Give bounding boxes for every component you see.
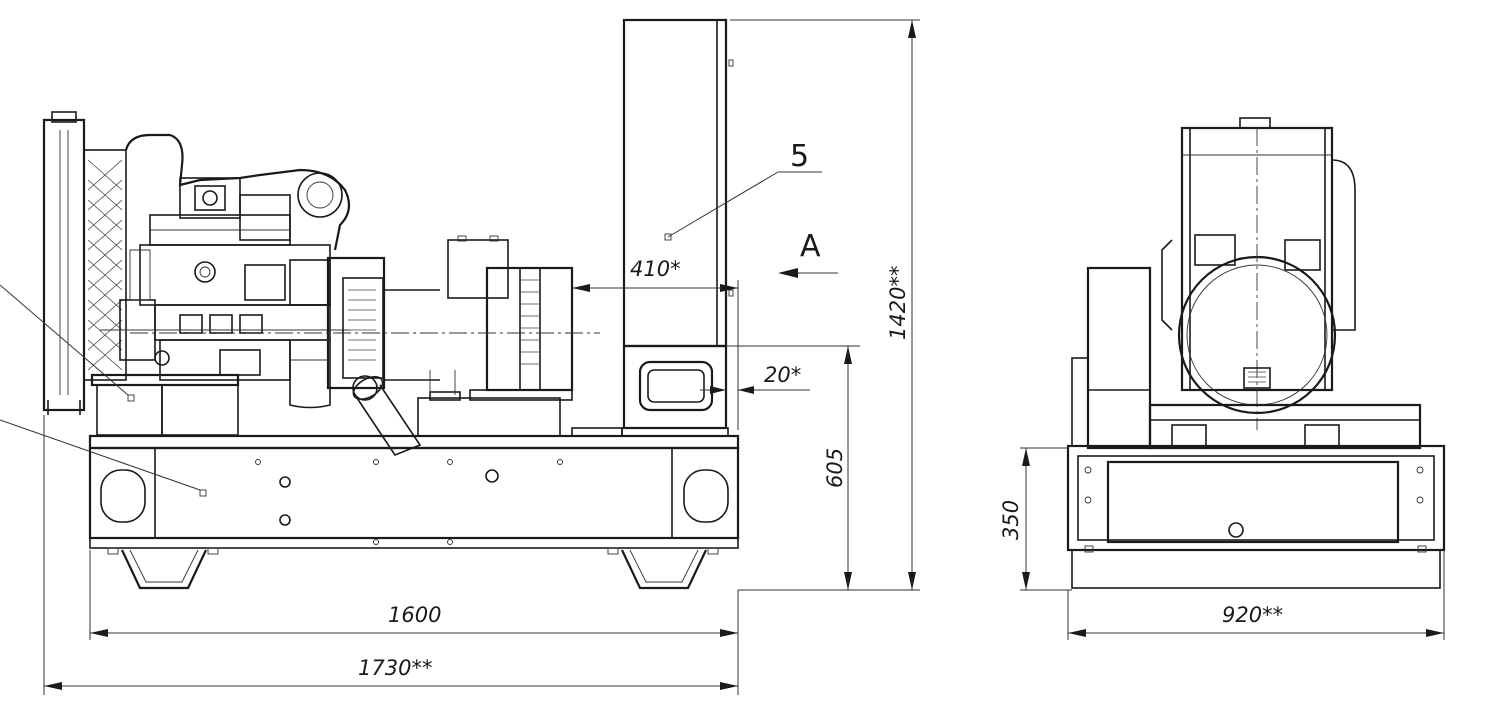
dim-height-overall: 1420** — [886, 266, 910, 340]
engine-mount — [90, 350, 240, 436]
dim-panel-depth: 410* — [630, 257, 681, 281]
callout-item-5: 5 — [790, 139, 809, 174]
panel-tower — [621, 18, 734, 437]
dim-length-frame: 1600 — [388, 603, 441, 627]
dim-height-frame: 350 — [999, 500, 1023, 540]
side-view — [0, 18, 822, 590]
dimension-lines: 1600 1730** 1420** 605 410* 20* — [43, 19, 1445, 695]
alternator — [290, 256, 440, 401]
side-base-frame — [88, 434, 740, 549]
dim-width-overall: 920** — [1222, 603, 1283, 627]
front-cabinet — [1071, 266, 1152, 450]
engine — [100, 133, 351, 409]
side-feet — [107, 547, 719, 590]
battery-box — [417, 370, 561, 437]
control-cabinet — [469, 266, 623, 437]
front-view — [1066, 117, 1446, 589]
front-alternator — [1161, 117, 1356, 430]
front-frame — [1066, 403, 1446, 589]
callouts: 5 A — [778, 139, 838, 278]
dim-height-panel: 605 — [823, 448, 847, 488]
callout-view-a: A — [800, 229, 821, 264]
dim-length-overall: 1730** — [358, 656, 432, 680]
leader-lines — [0, 171, 822, 491]
dim-panel-offset: 20* — [764, 363, 801, 387]
radiator — [42, 111, 127, 415]
view-a-arrow — [778, 268, 798, 278]
exhaust-pipe — [352, 376, 422, 456]
